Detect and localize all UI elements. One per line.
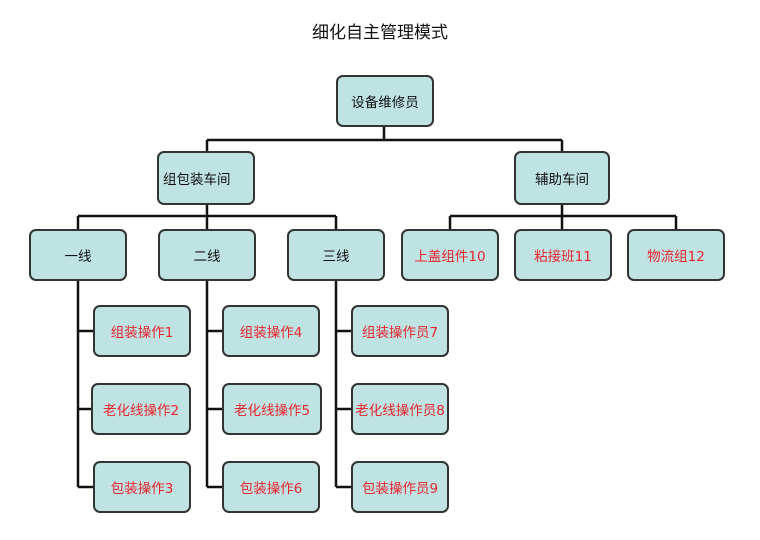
node-aux-2-label: 粘接班11 [534,249,592,265]
node-line-1-item-3-label: 包装操作3 [110,481,174,497]
node-root-label: 设备维修员 [351,95,419,111]
node-line-2-item-3-label: 包装操作6 [239,481,303,497]
node-aux-1: 上盖组件10 [401,229,499,281]
node-line-3-label: 三线 [322,249,350,265]
node-line-1: 一线 [29,229,127,281]
node-group-auxiliary: 辅助车间 [514,151,610,205]
node-line-1-item-2-label: 老化线操作2 [102,403,180,419]
node-line-2-item-3: 包装操作6 [222,461,320,513]
node-group-auxiliary-label: 辅助车间 [535,172,589,188]
node-group-assembly: 组包装车间 [157,151,255,205]
node-line-2-item-2: 老化线操作5 [222,383,322,435]
node-line-2-item-1: 组装操作4 [222,305,320,357]
node-line-1-item-2: 老化线操作2 [91,383,191,435]
node-line-3-item-3-label: 包装操作员9 [361,481,439,497]
node-line-3-item-1: 组装操作员7 [351,305,449,357]
node-line-2-item-1-label: 组装操作4 [239,325,303,341]
node-aux-1-label: 上盖组件10 [414,249,486,265]
node-group-assembly-label: 组包装车间 [163,172,231,188]
node-line-3-item-2-label: 老化线操作员8 [355,403,445,419]
node-line-3: 三线 [287,229,385,281]
node-line-1-item-3: 包装操作3 [93,461,191,513]
node-root: 设备维修员 [336,75,434,127]
node-line-1-item-1: 组装操作1 [93,305,191,357]
node-line-1-item-1-label: 组装操作1 [110,325,174,341]
node-line-2: 二线 [158,229,256,281]
node-line-2-item-2-label: 老化线操作5 [233,403,311,419]
diagram-title: 细化自主管理模式 [312,23,448,43]
node-aux-3-label: 物流组12 [647,249,705,265]
node-line-1-label: 一线 [64,249,92,265]
node-aux-2: 粘接班11 [514,229,612,281]
node-line-3-item-2: 老化线操作员8 [351,383,449,435]
node-line-3-item-3: 包装操作员9 [351,461,449,513]
node-line-3-item-1-label: 组装操作员7 [361,325,439,341]
node-aux-3: 物流组12 [627,229,725,281]
node-line-2-label: 二线 [193,249,221,265]
